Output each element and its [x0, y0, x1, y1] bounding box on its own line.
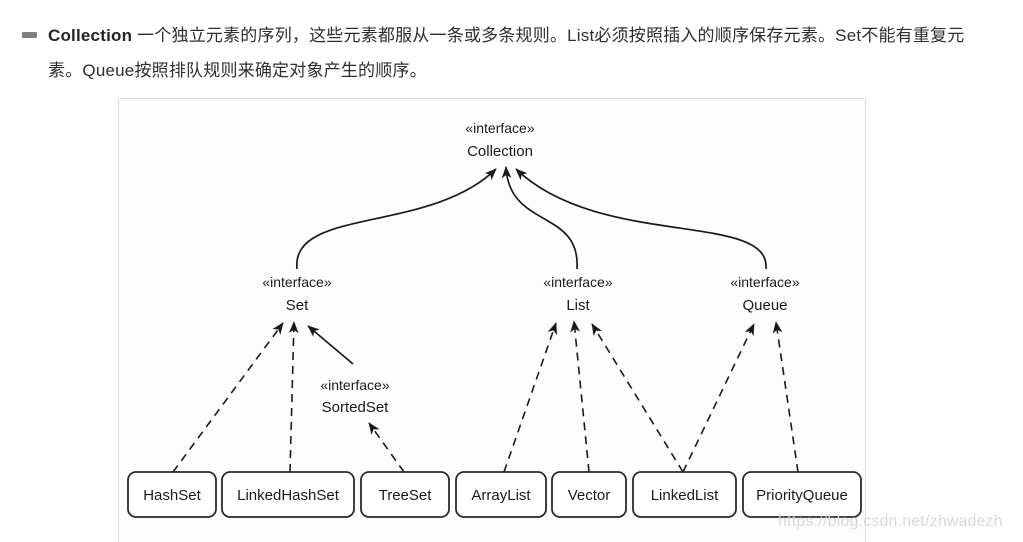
- collection-hierarchy-diagram: «interface» Collection «interface» Set «inte…: [118, 98, 866, 542]
- class-label-hashset: HashSet: [143, 487, 201, 504]
- interface-stereotype-list: «interface»: [543, 274, 612, 290]
- class-box-priorityqueue: [742, 471, 862, 518]
- edge-list-to-collection: [501, 166, 578, 270]
- class-box-treeset: [360, 471, 450, 518]
- list-bullet-icon: [22, 32, 37, 38]
- edge-vector-to-list: [570, 320, 590, 473]
- class-box-linkedlist: [632, 471, 737, 518]
- edge-linkedlist-to-list: [591, 323, 684, 473]
- class-label-linkedhashset: LinkedHashSet: [237, 487, 340, 504]
- interface-name-collection: Collection: [467, 143, 533, 160]
- intro-paragraph: Collection 一个独立元素的序列，这些元素都服从一条或多条规则。List…: [22, 18, 1000, 88]
- class-label-vector: Vector: [568, 487, 611, 504]
- class-label-linkedlist: LinkedList: [651, 487, 719, 504]
- interface-name-set: Set: [286, 297, 309, 314]
- intro-lead: Collection: [48, 26, 133, 45]
- class-label-arraylist: ArrayList: [471, 487, 531, 504]
- edge-linkedhashset-to-set: [288, 321, 299, 473]
- edge-set-to-collection: [296, 168, 497, 270]
- class-box-hashset: [127, 471, 217, 518]
- intro-body: 一个独立元素的序列，这些元素都服从一条或多条规则。List必须按照插入的顺序保存…: [48, 26, 965, 80]
- interface-name-sortedset: SortedSet: [322, 399, 390, 416]
- edge-priorityqueue-to-queue: [772, 321, 799, 473]
- edge-treeset-to-sortedset: [368, 422, 405, 473]
- edge-sortedset-to-set: [307, 325, 354, 365]
- interface-stereotype-collection: «interface»: [465, 120, 534, 136]
- intro-text: Collection 一个独立元素的序列，这些元素都服从一条或多条规则。List…: [48, 18, 998, 88]
- edge-arraylist-to-list: [503, 322, 557, 473]
- diagram-svg: «interface» Collection «interface» Set «inte…: [127, 120, 862, 518]
- interface-stereotype-set: «interface»: [262, 274, 331, 290]
- class-box-vector: [551, 471, 627, 518]
- interface-stereotype-sortedset: «interface»: [320, 377, 389, 393]
- watermark-url: https://blog.csdn.net/zhwadezh: [778, 513, 1003, 530]
- class-box-linkedhashset: [221, 471, 355, 518]
- diagram-edges: [172, 166, 799, 473]
- diagram-nodes: «interface» Collection «interface» Set «inte…: [127, 120, 862, 518]
- edge-queue-to-collection: [515, 168, 767, 270]
- class-label-priorityqueue: PriorityQueue: [756, 487, 848, 504]
- interface-name-queue: Queue: [742, 297, 787, 314]
- edge-hashset-to-set: [172, 322, 284, 473]
- class-label-treeset: TreeSet: [379, 487, 433, 504]
- interface-name-list: List: [566, 297, 590, 314]
- class-box-arraylist: [455, 471, 547, 518]
- edge-linkedlist-to-queue: [682, 323, 755, 473]
- interface-stereotype-queue: «interface»: [730, 274, 799, 290]
